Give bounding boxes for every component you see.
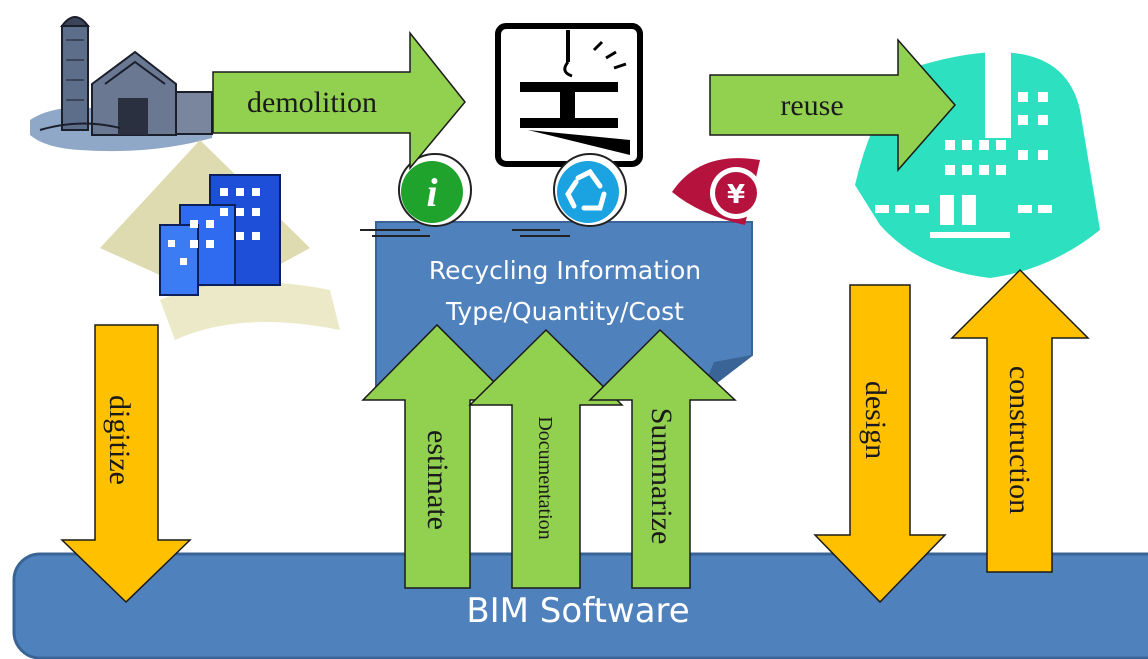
yen-icon: ¥ xyxy=(672,158,762,225)
design-arrow: design xyxy=(813,284,947,604)
demolition-arrow: demolition xyxy=(212,30,466,171)
reuse-arrow: reuse xyxy=(709,38,956,172)
construction-label: construction xyxy=(1003,366,1036,514)
design-label: design xyxy=(859,381,892,459)
steel-beam-icon xyxy=(495,23,643,167)
svg-text:i: i xyxy=(426,170,437,215)
svg-text:¥: ¥ xyxy=(727,180,745,210)
digitize-label: digitize xyxy=(103,395,136,485)
construction-arrow: construction xyxy=(950,268,1090,573)
bim-software-label: BIM Software xyxy=(466,591,689,631)
bim-software-bar: BIM Software xyxy=(12,552,1148,659)
digitize-arrow: digitize xyxy=(60,324,192,604)
estimate-label: estimate xyxy=(421,430,454,530)
blue-buildings-icon xyxy=(100,140,340,340)
recycle-icon xyxy=(512,153,627,237)
estimate-arrow: estimate xyxy=(361,323,514,589)
info-box-line1: Recycling Information xyxy=(429,256,701,285)
demolition-label: demolition xyxy=(247,86,377,119)
summarize-arrow: Summarize xyxy=(588,328,737,589)
info-icon: i xyxy=(360,153,472,237)
documentation-label: Documentation xyxy=(534,416,556,539)
summarize-label: Summarize xyxy=(645,408,678,545)
reuse-label: reuse xyxy=(780,89,843,122)
barn-icon xyxy=(30,16,215,152)
info-box-line2: Type/Quantity/Cost xyxy=(445,297,684,326)
documentation-arrow: Documentation xyxy=(468,328,624,589)
